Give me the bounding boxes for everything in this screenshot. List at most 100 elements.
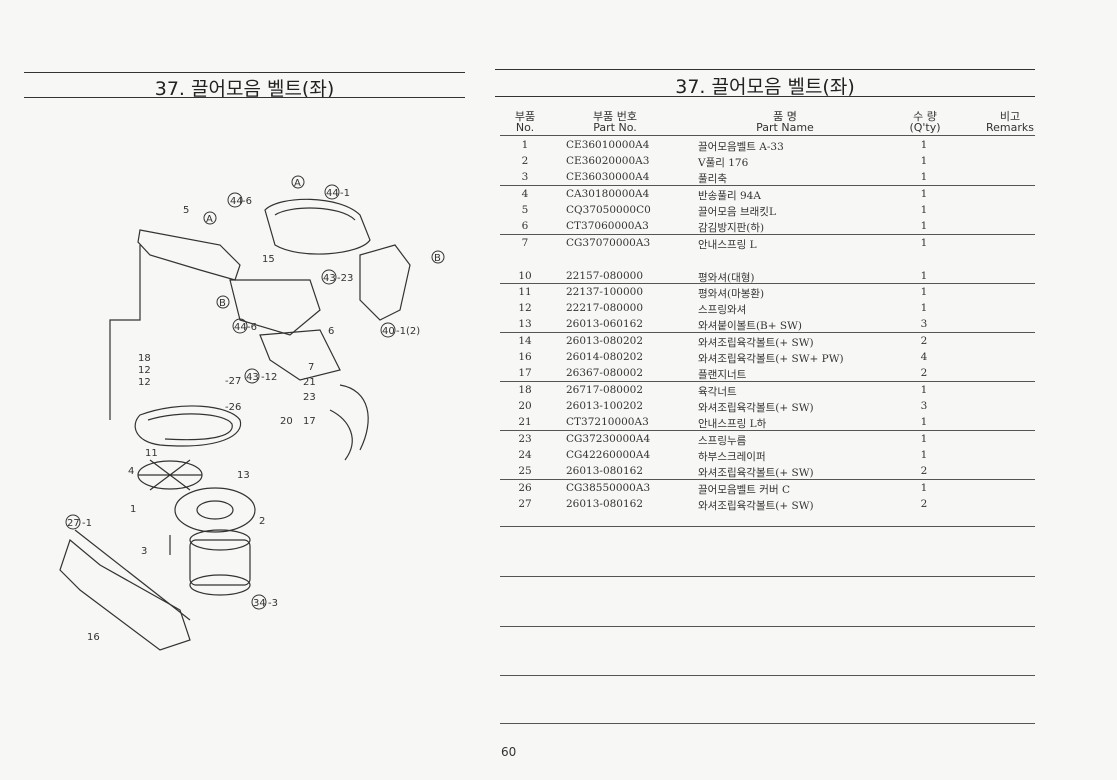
header-name-bottom: Part Name <box>756 121 814 134</box>
plate-shape <box>229 279 321 336</box>
left-title-top-rule <box>24 72 465 73</box>
part-quantity: 4 <box>920 351 928 363</box>
part-number: 22137-100000 <box>566 286 644 298</box>
part-index: 26 <box>518 482 532 494</box>
part-quantity: 2 <box>920 367 928 379</box>
callout-13: 13 <box>237 470 250 481</box>
part-name: 반송풀리 94A <box>698 190 761 202</box>
part-name: 끌어모음 브래킷L <box>698 206 776 218</box>
right-title-bottom-rule <box>495 96 1035 97</box>
right-page-title: 37. 끌어모음 벨트(좌) <box>675 76 855 98</box>
table-row: 7 CG37070000A3 안내스프링 L 1 <box>505 235 1035 251</box>
part-index: 7 <box>521 237 529 249</box>
part-quantity: 1 <box>920 139 928 151</box>
part-index: 3 <box>521 171 529 183</box>
header-part-bottom: Part No. <box>593 121 637 134</box>
part-name: 와셔조립육각볼트(+ SW) <box>698 402 814 414</box>
part-index: 5 <box>521 204 529 216</box>
part-number: CT37060000A3 <box>566 220 649 232</box>
callout-6: 6 <box>328 326 334 337</box>
group-rule <box>500 479 1035 480</box>
part-index: 12 <box>518 302 532 314</box>
part-name: 와셔조립육각볼트(+ SW) <box>698 467 814 479</box>
part-number: 22157-080000 <box>566 270 644 282</box>
part-name: 플랜지너트 <box>698 369 747 381</box>
header-qty-top: 수 량 <box>913 110 937 123</box>
part-quantity: 1 <box>920 171 928 183</box>
part-name: 끌어모음벨트 A-33 <box>698 141 784 153</box>
part-index: 20 <box>518 400 532 412</box>
callout-a-2: A <box>206 214 213 225</box>
callout-27: -27 <box>225 376 241 387</box>
part-quantity: 1 <box>920 416 928 428</box>
part-name: 안내스프링 L <box>698 239 757 251</box>
part-name: 평와셔(마봉환) <box>698 288 765 300</box>
part-name: 평와셔(대형) <box>698 272 755 284</box>
table-row: 10 22157-080000 평와셔(대형) 1 <box>505 268 1035 284</box>
callout-34: 34 <box>253 598 266 609</box>
callout-43-12: -12 <box>261 372 277 383</box>
callout-27-1: -1 <box>82 518 92 529</box>
callout-18: 18 <box>138 353 151 364</box>
callout-27-b: 27 <box>67 518 80 529</box>
part-name: 풀리축 <box>698 173 727 185</box>
part-index: 2 <box>521 155 529 167</box>
part-quantity: 2 <box>920 498 928 510</box>
part-index: 23 <box>518 433 532 445</box>
part-quantity: 1 <box>920 270 928 282</box>
callout-16: 16 <box>87 632 100 643</box>
part-index: 1 <box>521 139 529 151</box>
header-remarks: 비고 Remarks <box>975 111 1045 133</box>
callout-44-c: 44 <box>234 322 247 333</box>
drum-shape <box>189 539 251 586</box>
callout-7: 7 <box>308 362 314 373</box>
part-name: 감김방지판(하) <box>698 222 765 234</box>
part-index: 18 <box>518 384 532 396</box>
callout-26: -26 <box>225 402 241 413</box>
right-title-top-rule <box>495 69 1035 70</box>
part-name: 와셔붙이볼트(B+ SW) <box>698 320 802 332</box>
part-quantity: 2 <box>920 335 928 347</box>
bracket-shape <box>137 229 241 281</box>
part-name: 육각너트 <box>698 386 737 398</box>
callout-23: 23 <box>303 392 316 403</box>
callout-44: 44 <box>230 196 243 207</box>
header-rem-top: 비고 <box>999 110 1021 123</box>
group-rule <box>500 283 1035 284</box>
part-name: 스프링누름 <box>698 435 747 447</box>
part-number: CG42260000A4 <box>566 449 651 461</box>
group-rule <box>500 526 1035 527</box>
callout-21: 21 <box>303 377 316 388</box>
part-quantity: 3 <box>920 400 928 412</box>
part-number: 26013-080162 <box>566 498 644 510</box>
part-number: 26367-080002 <box>566 367 644 379</box>
part-index: 4 <box>521 188 529 200</box>
part-number: CT37210000A3 <box>566 416 649 428</box>
header-qty: 수 량 (Q'ty) <box>895 111 955 133</box>
part-number: CA30180000A4 <box>566 188 650 200</box>
part-index: 24 <box>518 449 532 461</box>
group-rule <box>500 381 1035 382</box>
part-quantity: 1 <box>920 384 928 396</box>
header-qty-bottom: (Q'ty) <box>909 121 941 134</box>
callout-40: 40 <box>382 326 395 337</box>
part-index: 10 <box>518 270 532 282</box>
part-number: CG37070000A3 <box>566 237 651 249</box>
part-quantity: 1 <box>920 237 928 249</box>
callout-a: A <box>294 178 301 189</box>
part-name: 와셔조립육각볼트(+ SW) <box>698 500 814 512</box>
group-rule <box>500 332 1035 333</box>
callout-17: 17 <box>303 416 316 427</box>
